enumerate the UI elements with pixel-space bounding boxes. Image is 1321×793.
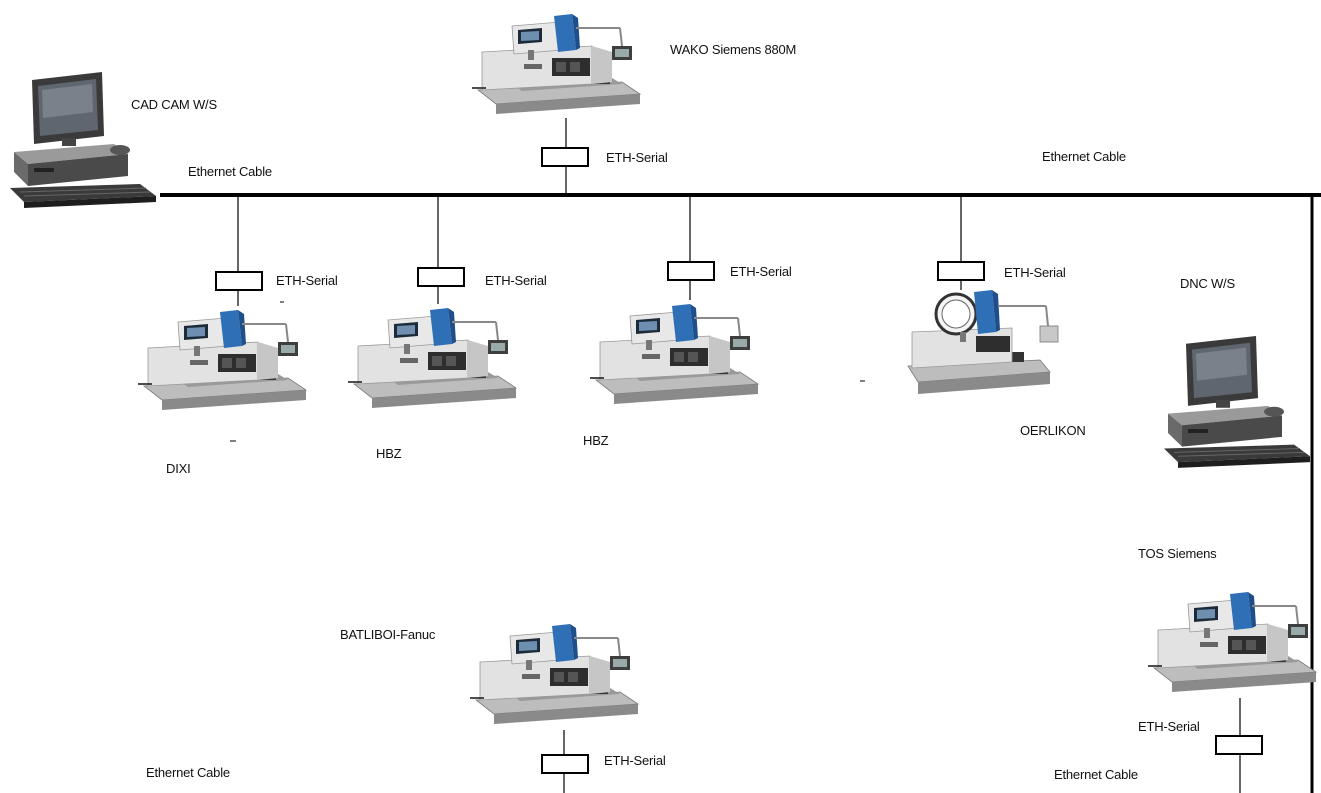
oerlikon-machine-icon (906, 288, 1060, 396)
label-dixi: DIXI (166, 461, 191, 476)
label-eth-serial-dixi: ETH-Serial (276, 273, 338, 288)
eth-serial-box-dixi (215, 271, 263, 291)
label-ethernet-cable-left: Ethernet Cable (188, 164, 272, 179)
label-ethernet-cable-bottom-right: Ethernet Cable (1054, 767, 1138, 782)
label-eth-serial-batliboi: ETH-Serial (604, 753, 666, 768)
tos-machine-icon (1147, 591, 1317, 693)
label-eth-serial-hbz-2: ETH-Serial (730, 264, 792, 279)
hbz-2-machine-icon (589, 303, 759, 405)
label-oerlikon: OERLIKON (1020, 423, 1086, 438)
label-hbz-1: HBZ (376, 446, 402, 461)
label-tos-siemens: TOS Siemens (1138, 546, 1217, 561)
label-batliboi: BATLIBOI-Fanuc (340, 627, 436, 642)
label-ethernet-cable-bottom-left: Ethernet Cable (146, 765, 230, 780)
label-hbz-2: HBZ (583, 433, 609, 448)
label-wako: WAKO Siemens 880M (670, 42, 797, 57)
label-eth-serial-wako: ETH-Serial (606, 150, 668, 165)
eth-serial-box-batliboi (541, 754, 589, 774)
eth-serial-box-oerlikon (937, 261, 985, 281)
cad-cam-workstation-icon (9, 71, 157, 209)
eth-serial-box-tos (1215, 735, 1263, 755)
batliboi-machine-icon (469, 623, 639, 725)
eth-serial-box-wako (541, 147, 589, 167)
label-eth-serial-tos: ETH-Serial (1138, 719, 1200, 734)
dixi-machine-icon (137, 309, 307, 411)
hbz-1-machine-icon (347, 307, 517, 409)
dnc-workstation-icon (1163, 335, 1311, 469)
eth-serial-box-hbz-2 (667, 261, 715, 281)
label-eth-serial-oerlikon: ETH-Serial (1004, 265, 1066, 280)
label-ethernet-cable-right: Ethernet Cable (1042, 149, 1126, 164)
label-cad-cam-ws: CAD CAM W/S (131, 97, 217, 112)
label-eth-serial-hbz-1: ETH-Serial (485, 273, 547, 288)
eth-serial-box-hbz-1 (417, 267, 465, 287)
wako-machine-icon (471, 13, 641, 115)
label-dnc-ws: DNC W/S (1180, 276, 1235, 291)
